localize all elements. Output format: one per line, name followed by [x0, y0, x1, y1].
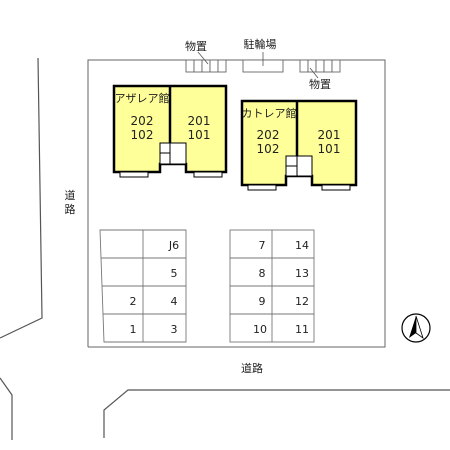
azalea-unit-201: 201	[188, 114, 211, 128]
azalea-unit-202: 202	[131, 114, 154, 128]
storage-label-left: 物置	[185, 39, 207, 53]
parking-space: 9	[259, 295, 266, 308]
north-compass-icon	[401, 313, 431, 343]
azalea-balcony-right	[193, 171, 223, 178]
parking-lot-right	[229, 229, 315, 343]
cattleya-unit-201: 201	[318, 128, 341, 142]
road-label-bottom: 道路	[241, 361, 263, 375]
parking-space: 8	[259, 267, 266, 280]
parking-space: 12	[295, 295, 309, 308]
parking-space: 7	[259, 239, 266, 252]
road-edge-bottom-right	[103, 389, 450, 438]
azalea-name: アザレア館	[115, 91, 170, 105]
parking-space: 4	[171, 295, 178, 308]
parking-space: 5	[171, 267, 178, 280]
cattleya-unit-202: 202	[257, 128, 280, 142]
azalea-unit-102: 102	[131, 128, 154, 142]
road-edge-left	[0, 57, 43, 339]
azalea-unit-101: 101	[188, 128, 211, 142]
road-label-vertical-2: 路	[65, 203, 76, 216]
storage-right	[299, 59, 341, 73]
parking-space: 1	[130, 323, 137, 336]
cattleya-name: カトレア館	[242, 106, 297, 120]
bike-parking-label: 駐輪場	[244, 37, 277, 51]
cattleya-balcony-right	[321, 184, 351, 191]
parking-space: 14	[295, 239, 309, 252]
property-boundary	[87, 59, 386, 348]
building-cattleya: カトレア館 202 102 201 101	[240, 99, 358, 191]
cattleya-unit-101: 101	[318, 142, 341, 156]
storage-left	[185, 59, 227, 73]
parking-lot-right-numbers: 7 14 8 13 9 12 10 11	[253, 239, 309, 336]
parking-space: 2	[130, 295, 137, 308]
cattleya-unit-102: 102	[257, 142, 280, 156]
parking-space: 3	[171, 323, 178, 336]
parking-space: 11	[295, 323, 309, 336]
parking-space: 10	[253, 323, 267, 336]
cattleya-balcony-left	[247, 184, 277, 191]
building-azalea: アザレア館 202 102 201 101	[112, 84, 228, 178]
road-label-vertical-1: 道	[65, 188, 76, 202]
storage-leader-left	[197, 51, 209, 65]
parking-space: 13	[295, 267, 309, 280]
road-edge-bottom-left	[0, 377, 13, 440]
storage-leader-right	[309, 67, 319, 79]
storage-label-right: 物置	[309, 77, 331, 91]
parking-space: J6	[168, 239, 179, 252]
azalea-balcony-left	[119, 171, 149, 178]
parking-lot-left	[99, 229, 187, 343]
parking-lot-left-numbers: J6 5 2 4 1 3	[130, 239, 180, 336]
